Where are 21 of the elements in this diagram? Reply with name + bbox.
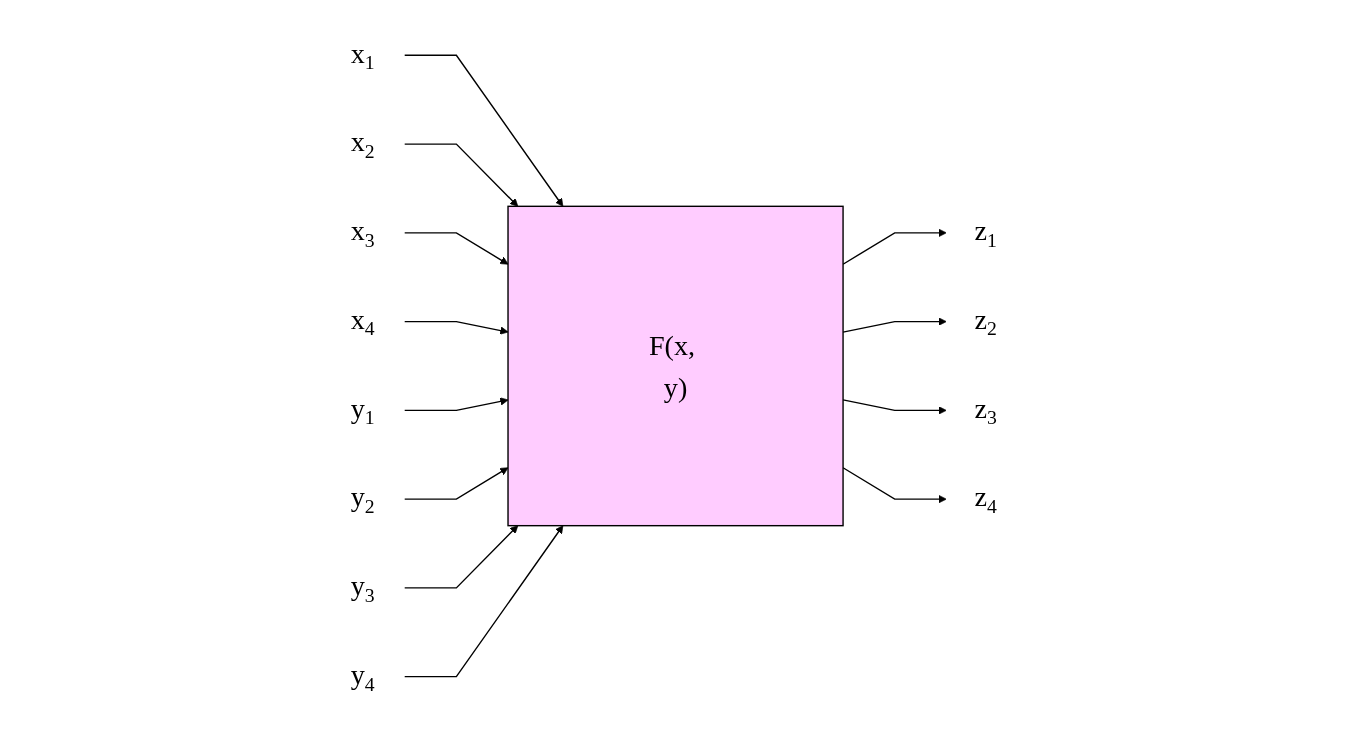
arrow (403, 525, 563, 678)
arrow (842, 467, 947, 504)
node-text: z$_{1}$ (974, 214, 997, 252)
arrow (842, 228, 947, 265)
node-text: x$_{4}$ (350, 303, 375, 341)
node-text: y$_{3}$ (350, 569, 375, 607)
node-text: y$_{4}$ (350, 658, 375, 696)
node-text: y$_{2}$ (350, 481, 375, 518)
arrow (403, 54, 563, 207)
arrow (842, 317, 947, 333)
node-text: z$_{4}$ (974, 481, 997, 518)
node-box: F(x, y) (507, 205, 844, 527)
arrow (403, 143, 518, 207)
node-text: z$_{3}$ (974, 392, 997, 429)
arrow (403, 525, 518, 589)
node-text: x$_{1}$ (350, 37, 375, 74)
node-text: x$_{3}$ (350, 214, 375, 252)
arrow (842, 399, 947, 415)
node-text: z$_{2}$ (974, 303, 997, 341)
node-text: y$_{1}$ (350, 392, 375, 429)
node-text: x$_{2}$ (350, 126, 375, 163)
